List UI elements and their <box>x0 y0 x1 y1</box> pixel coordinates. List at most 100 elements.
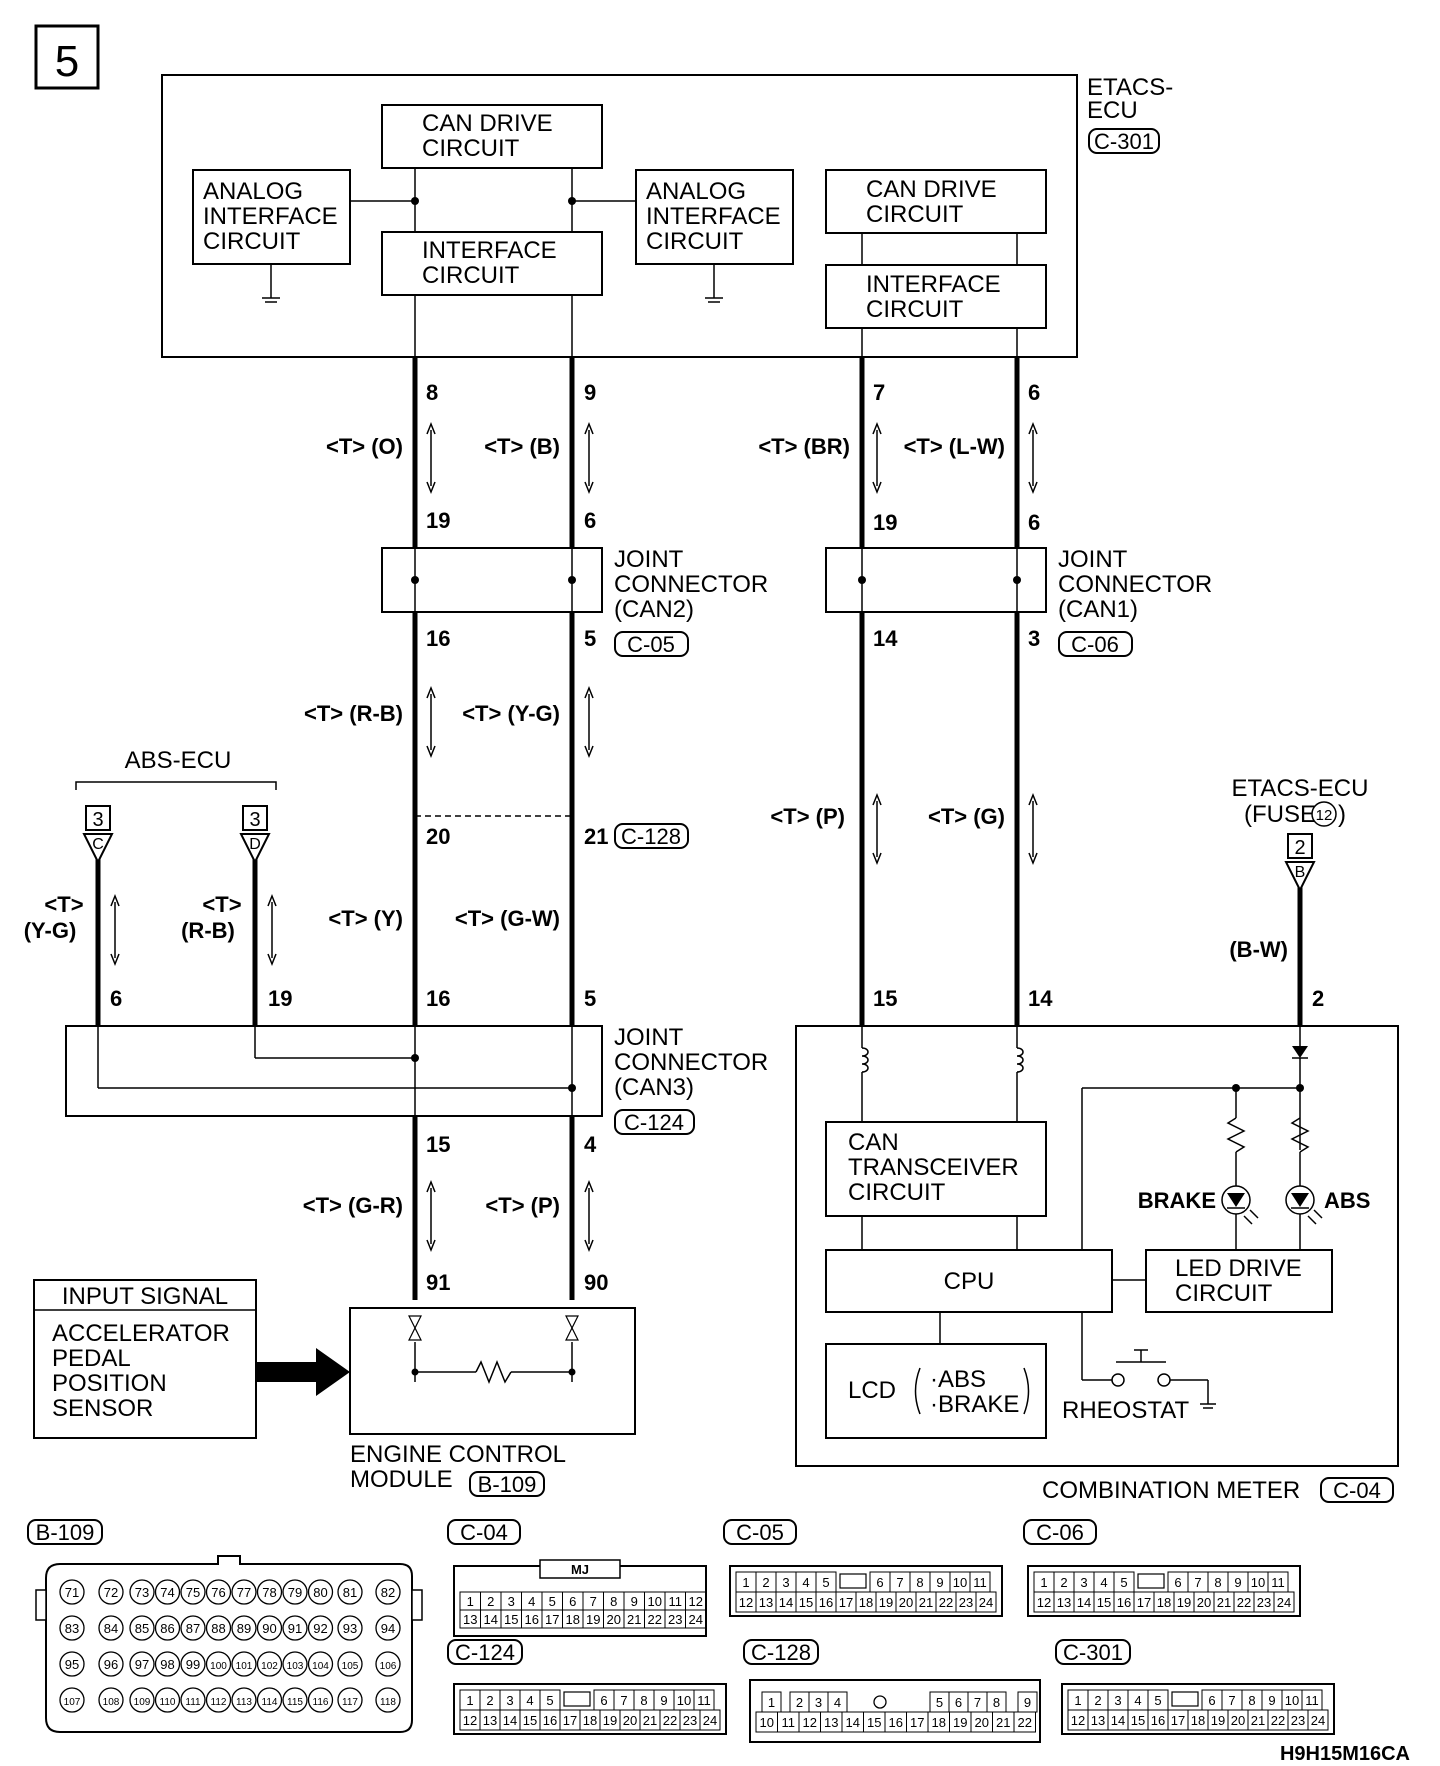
pin-number: 22 <box>648 1612 662 1627</box>
c124-face-badge <box>447 1639 523 1665</box>
b109-pin-label: 105 <box>342 1661 359 1672</box>
pin-number: 20 <box>975 1715 989 1730</box>
pin-number: 8 <box>640 1693 647 1708</box>
b109-pin <box>154 1687 181 1713</box>
pin-21: 21 <box>584 824 608 849</box>
b109-pin <box>337 1615 363 1641</box>
b109-pin-label: 106 <box>380 1661 397 1672</box>
sensor-l4: SENSOR <box>52 1395 153 1422</box>
pin-number: 3 <box>782 1575 789 1590</box>
abs-wire-tag-1: <T> <box>44 892 83 917</box>
sensor-l3: POSITION <box>52 1370 167 1397</box>
pin-15: 15 <box>873 986 897 1011</box>
can-drive-left-box <box>381 104 603 169</box>
pin-number: 13 <box>483 1713 497 1728</box>
pin-number: 2 <box>487 1594 494 1609</box>
fuse-number: 12 <box>1316 807 1333 824</box>
pin-number: 10 <box>1285 1693 1299 1708</box>
pin-number: 2 <box>796 1695 803 1710</box>
b109-pin-label: 104 <box>312 1661 329 1672</box>
analog-left-l1: ANALOG <box>203 178 303 205</box>
joint-can3-l3: (CAN3) <box>614 1074 694 1101</box>
pin-number: 10 <box>953 1575 967 1590</box>
pin-16: 16 <box>426 986 450 1011</box>
pin-number: 16 <box>1151 1713 1165 1728</box>
pin-16: 16 <box>426 626 450 651</box>
b109-pin <box>282 1615 308 1641</box>
c06-label: C-06 <box>1071 632 1119 657</box>
pin-number: 16 <box>543 1713 557 1728</box>
b109-label: B-109 <box>478 1472 537 1497</box>
b109-pin <box>180 1615 206 1641</box>
pin-number: 10 <box>760 1715 774 1730</box>
pin-number: 14 <box>779 1595 793 1610</box>
b109-pin <box>337 1579 363 1605</box>
abs-terminal-d <box>239 833 271 865</box>
pin-number: 24 <box>689 1612 703 1627</box>
pin-number: 6 <box>1208 1693 1215 1708</box>
pin-19: 19 <box>873 510 897 535</box>
abs-led-icon <box>1285 1185 1323 1225</box>
pin-number: 16 <box>525 1612 539 1627</box>
pin-14: 14 <box>873 626 898 651</box>
pin-number: 22 <box>939 1595 953 1610</box>
signal-direction-arrows <box>110 421 1038 1253</box>
c05-badge <box>614 631 689 657</box>
sensor-l1: ACCELERATOR <box>52 1320 230 1347</box>
pin-number: 19 <box>603 1713 617 1728</box>
interface-left-box <box>381 231 603 296</box>
c128-connector-body <box>749 1679 1041 1743</box>
pin-number: 13 <box>1091 1713 1105 1728</box>
wire-color-g: <T> (G) <box>928 804 1005 829</box>
pin-number: 8 <box>1214 1575 1221 1590</box>
b109-pin-label: 83 <box>65 1621 79 1636</box>
pin-7: 7 <box>873 380 885 405</box>
b109-pin-label: 84 <box>104 1621 118 1636</box>
abs-ecu-bracket <box>75 781 277 790</box>
b109-pin-label: 75 <box>186 1585 200 1600</box>
b109-pin <box>59 1687 85 1713</box>
pin-number: 23 <box>668 1612 682 1627</box>
abs-wire-tag-2: <T> <box>202 892 241 917</box>
pin-number: 23 <box>683 1713 697 1728</box>
b109-pin-label: 93 <box>343 1621 357 1636</box>
pin-number: 12 <box>739 1595 753 1610</box>
connector-key <box>839 1573 867 1589</box>
pin-number: 15 <box>1097 1595 1111 1610</box>
analog-left-box <box>192 169 351 265</box>
c04-face-label: C-04 <box>460 1520 508 1545</box>
pin-number: 21 <box>627 1612 641 1627</box>
pin-number: 1 <box>467 1594 474 1609</box>
b109-pin <box>59 1615 85 1641</box>
can-drive-right-l2: CIRCUIT <box>866 201 964 228</box>
b109-pin-label: 91 <box>288 1621 302 1636</box>
b109-pin <box>205 1615 232 1641</box>
abs-label: ABS <box>1324 1188 1370 1213</box>
c128-face-label: C-128 <box>751 1640 811 1665</box>
analog-right-box <box>635 169 794 265</box>
pin-number: 1 <box>742 1575 749 1590</box>
pin-number: 24 <box>979 1595 993 1610</box>
b109-pin-label: 86 <box>160 1621 174 1636</box>
b109-pin <box>180 1687 206 1713</box>
pin-6: 6 <box>1028 510 1040 535</box>
interface-right-l2: CIRCUIT <box>866 296 964 323</box>
pin-number: 16 <box>819 1595 833 1610</box>
pin-number: 9 <box>631 1594 638 1609</box>
pin-number: 11 <box>1271 1575 1285 1590</box>
c05-label: C-05 <box>627 632 675 657</box>
pin-number: 9 <box>660 1693 667 1708</box>
brake-led-icon <box>1221 1185 1259 1225</box>
c04-badge <box>1320 1477 1394 1503</box>
pin-number: 12 <box>689 1594 703 1609</box>
pin-number: 23 <box>1257 1595 1271 1610</box>
pin-number: 14 <box>484 1612 498 1627</box>
wire-color-rb: <T> (R-B) <box>304 701 403 726</box>
interface-right-l1: INTERFACE <box>866 271 1001 298</box>
pin-number: 19 <box>586 1612 600 1627</box>
abs-terminal-c <box>82 833 114 865</box>
pin-90: 90 <box>584 1270 608 1295</box>
pin-number: 7 <box>1228 1693 1235 1708</box>
joint-can2-l1: JOINT <box>614 546 684 573</box>
b109-pin-label: 92 <box>313 1621 327 1636</box>
